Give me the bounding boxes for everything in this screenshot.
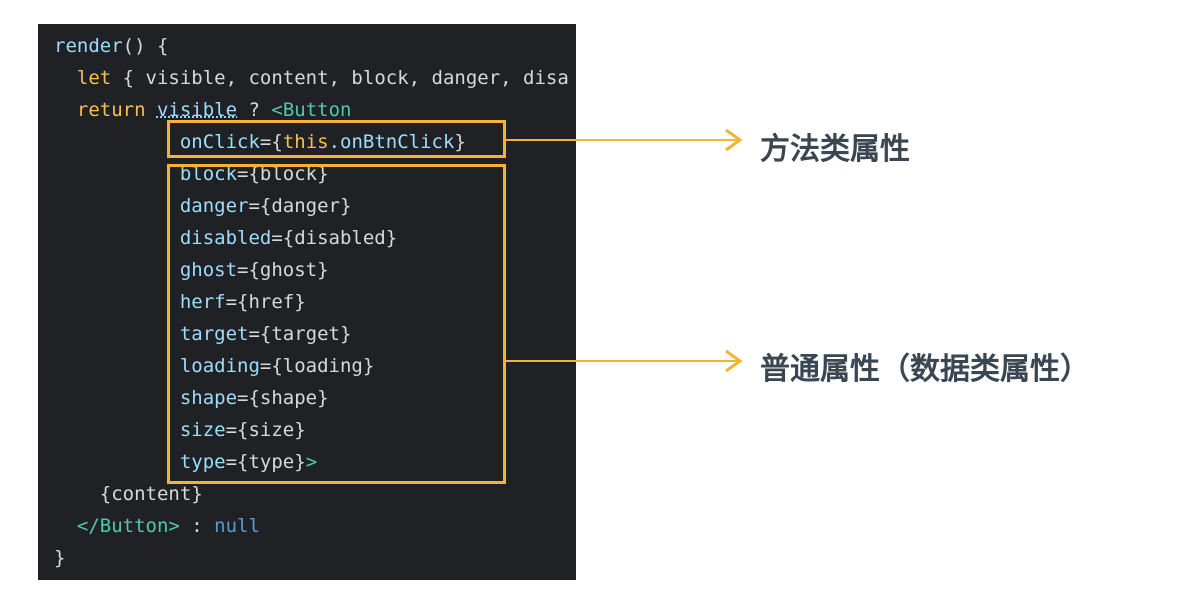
code-line-prop: ghost={ghost} [54,258,329,282]
code-line-prop: herf={href} [54,290,306,314]
prop-attr: disabled [179,227,272,249]
code-line-prop: danger={danger} [54,194,352,218]
code-line-end: } [54,546,65,570]
method-arrow-head-icon [725,128,743,152]
prop-value: ={loading} [259,355,375,377]
prop-attr: type [179,451,226,473]
button-close-tag: </Button> [76,515,180,537]
code-line-prop: size={size} [54,418,306,442]
code-line-render: render() { [54,34,168,58]
prop-value: ={danger} [248,195,352,217]
prop-value: ={ghost} [237,259,329,281]
prop-attr: size [179,419,226,441]
prop-attr: ghost [179,259,238,281]
render-function-name: render [54,35,123,57]
code-line-prop: type={type}> [54,450,317,474]
let-destructure: { visible, content, block, danger, disa [111,67,569,89]
prop-attr: block [179,163,238,185]
ternary-operator: ? [237,99,272,121]
code-line-prop: block={block} [54,162,329,186]
code-line-prop: disabled={disabled} [54,226,397,250]
button-tag-close: > [305,451,318,473]
method-props-label: 方法类属性 [760,132,910,167]
return-keyword: return [76,99,146,121]
let-keyword: let [76,67,112,89]
this-keyword: this [282,131,329,153]
prop-value: ={target} [248,323,352,345]
button-open-tag: <Button [271,99,352,121]
onclick-close: } [454,131,466,153]
prop-value: ={href} [225,291,306,313]
visible-variable: visible [156,99,238,121]
closing-brace: } [54,547,66,569]
code-line-let: let { visible, content, block, danger, d… [54,66,569,90]
null-keyword: null [214,515,260,537]
prop-attr: danger [179,195,249,217]
prop-attr: shape [179,387,238,409]
prop-value: ={block} [237,163,329,185]
prop-value: ={size} [225,419,306,441]
onclick-attr: onClick [179,131,260,153]
prop-value: ={shape} [237,387,329,409]
ternary-else: : [179,515,215,537]
prop-attr: loading [179,355,260,377]
prop-value: ={type} [225,451,306,473]
content-expression: {content} [99,483,203,505]
prop-value: ={disabled} [271,227,398,249]
code-line-prop: loading={loading} [54,354,374,378]
onclick-eq: ={ [259,131,283,153]
code-line-close: </Button> : null [54,514,260,538]
data-arrow-head-icon [725,349,743,373]
code-line-prop: target={target} [54,322,352,346]
code-line-return: return visible ? <Button [54,98,352,122]
onbtnclick-method: .onBtnClick [328,131,455,153]
prop-attr: target [179,323,249,345]
prop-attr: herf [179,291,226,313]
code-panel: render() { let { visible, content, block… [38,24,576,580]
data-props-label: 普通属性（数据类属性） [760,352,1090,387]
code-line-onclick: onClick={this.onBtnClick} [54,130,466,154]
code-line-prop: shape={shape} [54,386,329,410]
data-props-highlight-box [167,164,506,484]
code-line-content: {content} [54,482,203,506]
render-parens: () { [122,35,169,57]
method-props-highlight-box [167,120,506,158]
